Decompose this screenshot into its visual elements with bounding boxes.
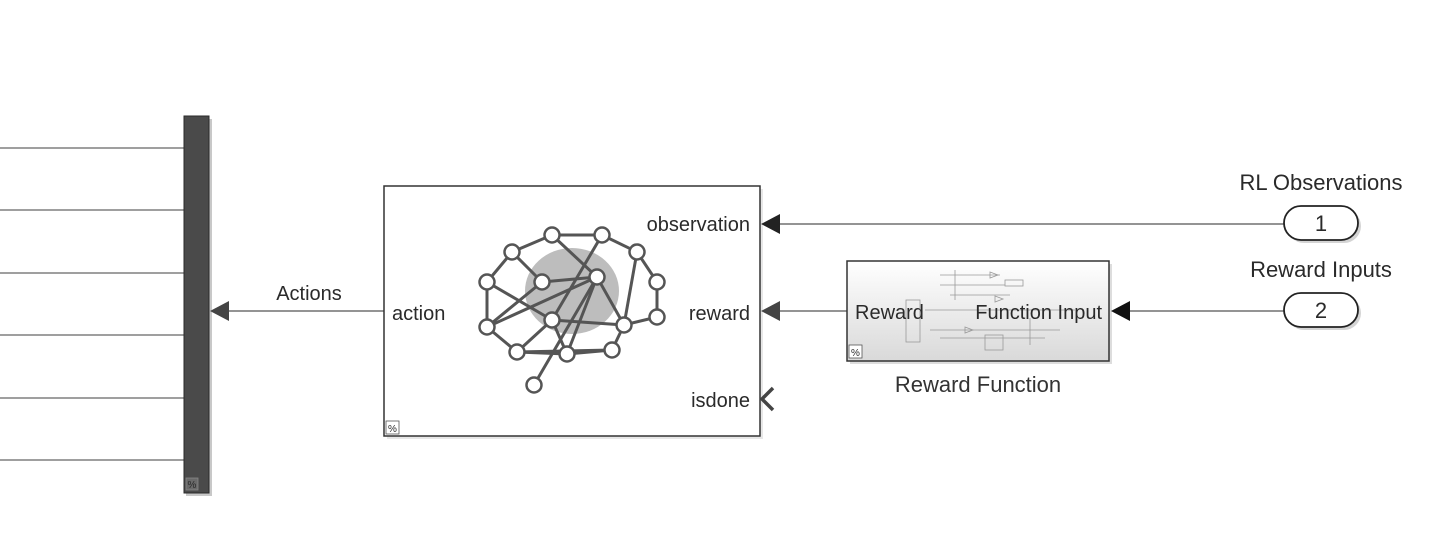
actions-signal-label: Actions [276,283,342,305]
reward-signal-line[interactable] [761,301,847,321]
neural-network-icon [478,226,666,394]
inport-1[interactable]: 1 [1283,205,1361,243]
arrow-head-icon [210,301,229,321]
arrow-head-icon [761,301,780,321]
inport-1-number: 1 [1315,211,1327,236]
reward-function-name: Reward Function [895,372,1061,397]
mask-icon [385,420,400,435]
reward-block-out-port: Reward [855,302,924,324]
subsystem-preview-icon [905,270,1075,351]
reward-inputs-signal-line[interactable] [1111,301,1284,321]
inport-2-number: 2 [1315,298,1327,323]
agent-port-isdone: isdone [691,390,750,412]
inport-2-name: Reward Inputs [1250,257,1392,282]
mask-icon [848,344,863,359]
reward-mask-badge: % [851,348,860,359]
agent-mask-badge: % [388,424,397,435]
actions-signal-line[interactable] [210,301,384,321]
isdone-port-chevron-icon[interactable] [759,386,775,412]
inport-2[interactable]: 2 [1283,292,1361,330]
reward-block-in-port: Function Input [975,302,1102,324]
arrow-head-icon [761,214,780,234]
agent-port-action: action [392,303,445,325]
rl-agent-block[interactable]: action observation reward isdone % [383,185,763,439]
agent-port-reward: reward [689,303,750,325]
arrow-head-icon [1111,301,1130,321]
demux-output-lines [0,147,184,461]
demux-block[interactable]: % [183,115,212,496]
mask-icon [185,477,199,491]
inport-1-name: RL Observations [1239,170,1402,195]
observation-signal-line[interactable] [761,214,1284,234]
demux-mask-badge: % [188,480,197,491]
reward-function-block[interactable]: Reward Function Input % [846,260,1112,364]
agent-port-observation: observation [647,214,750,236]
